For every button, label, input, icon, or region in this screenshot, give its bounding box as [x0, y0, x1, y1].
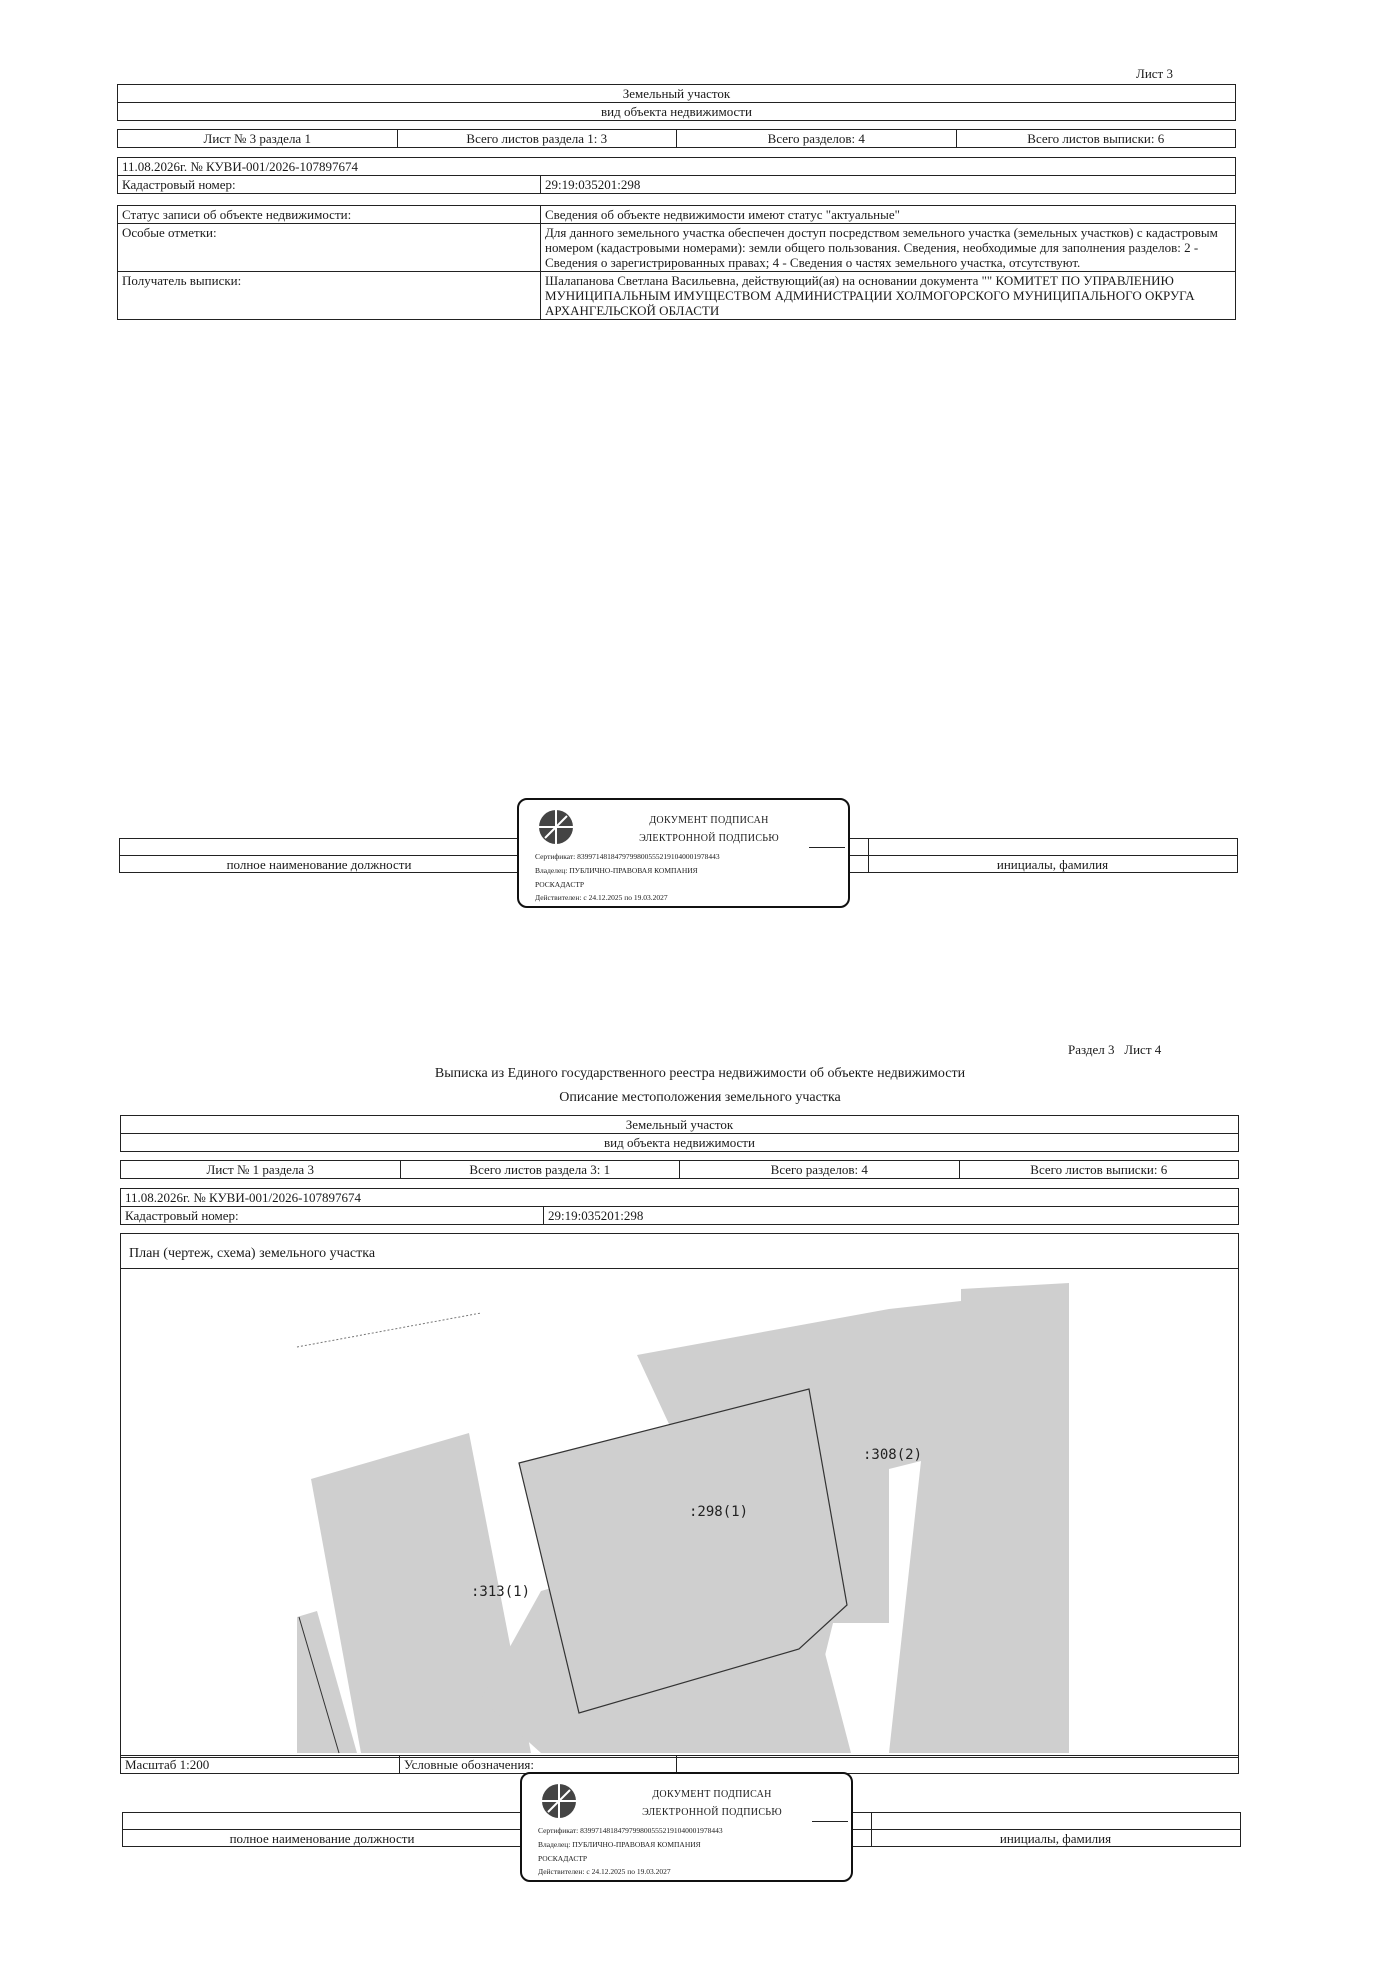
legend-label: Условные обозначения: [399, 1755, 677, 1774]
header-cell: Всего листов выписки: 6 [958, 1160, 1239, 1179]
position-caption: полное наименование должности [226, 857, 412, 872]
parcel-298 [518, 1388, 848, 1714]
notes-value: Для данного земельного участка обеспечен… [540, 223, 1236, 272]
stamp-cert: Сертификат: 8399714818479799800555219104… [538, 1826, 723, 1835]
stamp-owner2: РОСКАДАСТР [538, 1854, 588, 1863]
stamp-line2: ЭЛЕКТРОННОЙ ПОДПИСЬЮ [642, 1807, 782, 1818]
stamp-valid: Действителен: с 24.12.2025 по 19.03.2027 [538, 1867, 671, 1876]
sheet-header-table-2: Лист № 1 раздела 3 Всего листов раздела … [120, 1160, 1239, 1179]
object-type-table-2: Земельный участок вид объекта недвижимос… [120, 1115, 1239, 1152]
header-cell: Всего листов раздела 1: 3 [396, 129, 677, 148]
object-type-caption: вид объекта недвижимости [117, 102, 1236, 121]
sheet-label: Лист 3 [1136, 66, 1173, 81]
parcel-notch [889, 1301, 961, 1469]
sheet-label-2: Раздел 3 Лист 4 [1068, 1042, 1162, 1057]
doc-number: 11.08.2026г. № КУВИ-001/2026-107897674 [120, 1188, 1239, 1207]
roskadastr-logo-icon [539, 810, 573, 844]
position-caption: полное наименование должности [229, 1831, 415, 1846]
stamp-cert: Сертификат: 8399714818479799800555219104… [535, 852, 720, 861]
status-label: Статус записи об объекте недвижимости: [117, 205, 541, 224]
parcel-label-313: :313(1) [471, 1584, 531, 1600]
parcel-label-298: :298(1) [689, 1504, 749, 1520]
notes-label: Особые отметки: [117, 223, 541, 272]
header-cell: Всего листов выписки: 6 [955, 129, 1236, 148]
parcel-left-edge [297, 1611, 357, 1753]
stamp-owner2: РОСКАДАСТР [535, 880, 585, 889]
stamp-valid: Действителен: с 24.12.2025 по 19.03.2027 [535, 893, 668, 902]
object-type-table: Земельный участок вид объекта недвижимос… [117, 84, 1236, 121]
header-cell: Всего разделов: 4 [679, 1160, 960, 1179]
parcel-label-308: :308(2) [863, 1447, 923, 1463]
cadastral-label: Кадастровый номер: [117, 175, 541, 194]
extract-subtitle: Описание местоположения земельного участ… [559, 1090, 841, 1105]
stamp-line1: ДОКУМЕНТ ПОДПИСАН [652, 1789, 772, 1800]
stamp-line2: ЭЛЕКТРОННОЙ ПОДПИСЬЮ [639, 833, 779, 844]
roskadastr-logo-icon [542, 1784, 576, 1818]
e-signature-stamp-2: ДОКУМЕНТ ПОДПИСАН ЭЛЕКТРОННОЙ ПОДПИСЬЮ С… [520, 1772, 853, 1882]
recipient-value: Шалапанова Светлана Васильевна, действую… [540, 271, 1236, 320]
scale: Масштаб 1:200 [120, 1755, 400, 1774]
stamp-owner: Владелец: ПУБЛИЧНО-ПРАВОВАЯ КОМПАНИЯ [538, 1840, 701, 1849]
status-value: Сведения об объекте недвижимости имеют с… [540, 205, 1236, 224]
object-type: Земельный участок [120, 1115, 1239, 1134]
header-cell: Всего разделов: 4 [676, 129, 957, 148]
sheet-header-table: Лист № 3 раздела 1 Всего листов раздела … [117, 129, 1236, 148]
parcel-right [889, 1283, 1069, 1753]
object-type-caption: вид объекта недвижимости [120, 1133, 1239, 1152]
cadastral-value: 29:19:035201:298 [543, 1206, 1239, 1225]
header-cell: Лист № 3 раздела 1 [117, 129, 398, 148]
object-type: Земельный участок [117, 84, 1236, 103]
name-caption: инициалы, фамилия [999, 1831, 1112, 1846]
details-table: Статус записи об объекте недвижимости: С… [117, 205, 1236, 320]
header-cell: Всего листов раздела 3: 1 [399, 1160, 680, 1179]
name-caption: инициалы, фамилия [996, 857, 1109, 872]
stamp-owner: Владелец: ПУБЛИЧНО-ПРАВОВАЯ КОМПАНИЯ [535, 866, 698, 875]
plan-box: План (чертеж, схема) земельного участка … [120, 1233, 1239, 1758]
doc-number: 11.08.2026г. № КУВИ-001/2026-107897674 [117, 157, 1236, 176]
extract-title: Выписка из Единого государственного реес… [434, 1066, 966, 1081]
header-cell: Лист № 1 раздела 3 [120, 1160, 401, 1179]
cadastral-plan-drawing [296, 1283, 1069, 1754]
doc-number-table-2: 11.08.2026г. № КУВИ-001/2026-107897674 К… [120, 1188, 1239, 1225]
plan-caption: План (чертеж, схема) земельного участка [129, 1246, 376, 1261]
e-signature-stamp: ДОКУМЕНТ ПОДПИСАН ЭЛЕКТРОННОЙ ПОДПИСЬЮ С… [517, 798, 850, 908]
parcel-313 [311, 1433, 531, 1753]
cadastral-label: Кадастровый номер: [120, 1206, 544, 1225]
stamp-line1: ДОКУМЕНТ ПОДПИСАН [649, 815, 769, 826]
cadastral-value: 29:19:035201:298 [540, 175, 1236, 194]
doc-number-table: 11.08.2026г. № КУВИ-001/2026-107897674 К… [117, 157, 1236, 194]
recipient-label: Получатель выписки: [117, 271, 541, 320]
